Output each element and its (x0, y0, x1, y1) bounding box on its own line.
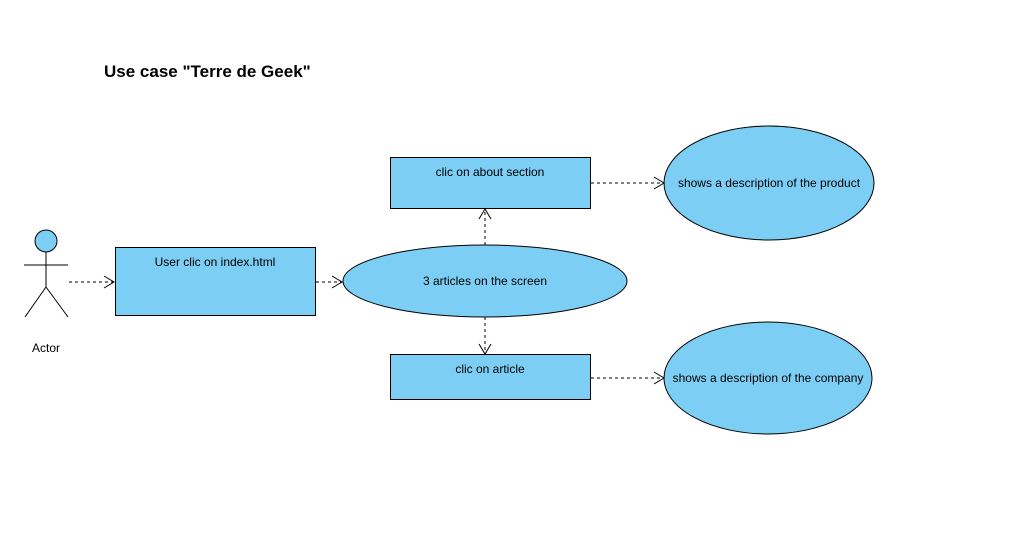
diagram-title: Use case "Terre de Geek" (104, 62, 311, 81)
actor-figure (24, 229, 69, 318)
user-clic-box (115, 247, 316, 316)
article-label: clic on article (455, 362, 525, 376)
connector-article-to-company-description (591, 371, 665, 385)
actor-right-leg (45, 286, 69, 318)
actor-head (34, 229, 58, 253)
user-clic-label: User clic on index.html (155, 255, 276, 269)
product-description-label: shows a description of the product (678, 176, 861, 190)
connector-user-clic-to-articles (316, 275, 343, 289)
about-section-label: clic on about section (436, 165, 545, 179)
actor-label: Actor (32, 341, 60, 355)
connector-articles-to-article (478, 317, 492, 355)
connector-articles-to-about-section (478, 208, 492, 245)
actor-left-leg (24, 286, 47, 318)
connector-about-to-product-description (591, 176, 665, 190)
about-section-box (390, 157, 591, 209)
articles-label: 3 articles on the screen (423, 274, 547, 288)
company-description-label: shows a description of the company (673, 371, 864, 385)
connector-actor-to-user-clic (69, 275, 115, 289)
article-box (390, 354, 591, 400)
